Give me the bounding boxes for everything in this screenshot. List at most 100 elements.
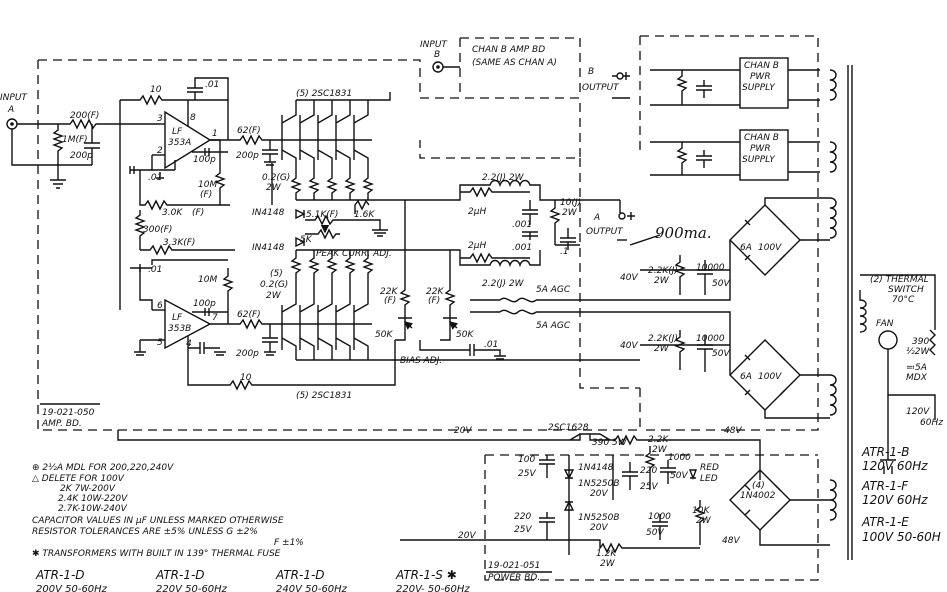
note-4: 2.4K 10W-220V (58, 494, 128, 504)
label-c-in: 200p (70, 151, 93, 161)
label-c001-bot: .001 (512, 243, 532, 253)
label-pb-zb-2: 20V (590, 523, 608, 533)
label-pb-c220a-2: 25V (514, 525, 532, 535)
label-r10-bot: 10 (240, 373, 252, 383)
label-diode-b: IN4148 (252, 243, 285, 253)
feedback-network-bottom (187, 340, 396, 391)
label-r62-b: 62(F) (237, 310, 261, 320)
label-pb-r10k-1: 10K (692, 506, 710, 516)
label-pot5k: 5K (300, 235, 313, 245)
label-emit-b1: (5) (270, 269, 283, 279)
pin-7: 7 (212, 313, 218, 323)
pin-8: 8 (190, 113, 196, 123)
handwritten-note: 900ma. (655, 224, 712, 242)
chan-b-out-b: B (588, 67, 594, 77)
label-fan: FAN (876, 319, 894, 329)
label-c10000-bot: 10000 (696, 334, 725, 344)
models-bottom: ATR-1-D 200V 50-60Hz ATR-1-D 220V 50-60H… (35, 568, 470, 592)
supply1-line3: SUPPLY (742, 83, 776, 93)
label-r3k-1: 3.0K (162, 208, 183, 218)
chan-b-supply-labels: CHAN B PWR SUPPLY CHAN B PWR SUPPLY (742, 61, 779, 165)
model-right-2: ATR-1-F (861, 479, 909, 493)
label-peak: PEAK CURR. ADJ. (316, 249, 392, 259)
label-pb-zb-1: 1N5250B (578, 513, 620, 523)
label-pb-led-2: LED (700, 474, 718, 484)
model-bottom-3-spec: 240V 50-60Hz (276, 584, 348, 592)
label-out-a: A (593, 213, 600, 223)
supply2-line3: SUPPLY (742, 155, 776, 165)
output-network-labels: 2.2(J) 2W 2μH .001 10(J) 2W .1 2μH .001 … (468, 173, 624, 331)
resistor-3k3 (140, 244, 235, 256)
label-r22k-b2: (F) (428, 296, 440, 306)
input-labels: INPUT A INPUT B (0, 40, 448, 115)
resistor-62-a (228, 134, 282, 146)
pin-2: 2 (157, 146, 163, 156)
power-board-circuit (117, 430, 830, 555)
note-5: 2.7K-10W-240V (58, 504, 128, 514)
note-6: CAPACITOR VALUES IN μF UNLESS MARKED OTH… (32, 516, 284, 526)
label-r-fb: 10 (150, 85, 162, 95)
label-pb-v48-top: 48V (724, 426, 742, 436)
model-bottom-3: ATR-1-D (275, 568, 325, 582)
label-pb-r22k1: 2.2K (648, 435, 669, 445)
label-pb-c220b-2: 25V (640, 482, 658, 492)
label-thermal-3: 70°C (892, 295, 915, 305)
note-7: RESISTOR TOLERANCES ARE ±5% UNLESS G ±2% (32, 527, 258, 537)
bridge-top (729, 197, 830, 276)
chan-b-amp-title: CHAN B AMP BD (472, 45, 545, 55)
label-pb-za-1: 1N5250B (578, 479, 620, 489)
label-l-top: 2μH (468, 207, 486, 217)
resistor-62-b (228, 318, 282, 330)
label-c100p-a: 100p (193, 155, 216, 165)
output-coil-top (440, 179, 620, 225)
chan-b-output-jacks (612, 72, 630, 99)
fuses-5a (470, 297, 640, 315)
driver-transistors-top (281, 92, 440, 201)
input-b-jack (432, 61, 460, 73)
transformer (829, 65, 867, 560)
label-bridge-top2: 100V (758, 243, 782, 253)
label-pb-r12k-1: 1.2K (596, 549, 617, 559)
input-b-sub: B (434, 50, 440, 60)
model-right-3: ATR-1-E (861, 515, 909, 529)
label-pb-c1000a-2: 50V (670, 471, 688, 481)
label-r300: 300(F) (143, 225, 172, 235)
label-r10m-a1: 10M (198, 180, 217, 190)
resistor-300 (134, 210, 146, 250)
cap-200p-b (262, 324, 278, 356)
label-pb-r12k-2: 2W (600, 559, 616, 569)
label-pb-d4148: 1N4148 (578, 463, 614, 473)
opamp-a-l1: LF (172, 127, 183, 137)
note-8: F ±1% (274, 538, 304, 548)
amp-board-labels: 200(F) 1M(F) 200p 10 .01 LF 353A 3 8 2 1… (41, 80, 498, 429)
label-pb-v48-bot: 48V (722, 536, 740, 546)
opamp-b-l2: 353B (168, 324, 191, 334)
label-r62-a: 62(F) (237, 126, 261, 136)
notes: ⊕ 2½A MDL FOR 200,220,240V △ DELETE FOR … (32, 463, 304, 559)
supply2-line1: CHAN B (744, 133, 779, 143)
driver-transistors-bottom (281, 249, 640, 361)
label-r22k-bot2: 2W (654, 344, 670, 354)
model-bottom-1: ATR-1-D (35, 568, 85, 582)
power-board-part-no: 19-021-051 (488, 561, 540, 571)
label-pb-c220a-1: 220 (514, 512, 531, 522)
output-zobel (549, 200, 580, 250)
chan-b-amp-labels: CHAN B AMP BD (SAME AS CHAN A) B OUTPUT (472, 45, 620, 93)
pin-4: 4 (186, 339, 192, 349)
label-r10m-a2: (F) (200, 190, 212, 200)
chan-b-amp-sub: (SAME AS CHAN A) (472, 58, 557, 68)
input-a-jack (6, 118, 58, 166)
label-pb-r10k-2: 2W (696, 516, 712, 526)
peak-current-network (305, 199, 388, 240)
amp-board-name: AMP. BD. (41, 419, 82, 429)
label-emit-b3: 2W (266, 291, 282, 301)
chan-b-out-label: OUTPUT (582, 83, 620, 93)
label-r-in2: 1M(F) (62, 135, 88, 145)
chan-b-supply-1 (650, 57, 820, 109)
label-thermal-2: SWITCH (888, 285, 924, 295)
label-output: OUTPUT (586, 227, 624, 237)
amp-board-outline (37, 35, 819, 431)
model-right-1-spec: 120V 60Hz (862, 459, 928, 473)
label-fuse-1: 5A AGC (536, 285, 571, 295)
